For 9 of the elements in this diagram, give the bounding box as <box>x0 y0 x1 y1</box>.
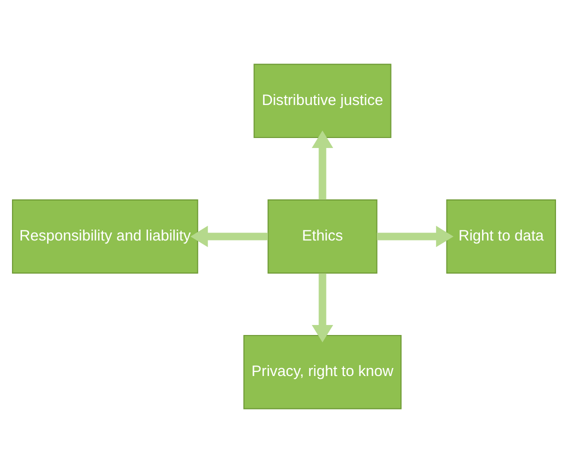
node-box: Ethics <box>268 198 378 274</box>
node-box: Right to data <box>446 198 556 274</box>
arrow <box>312 272 334 342</box>
arrow <box>376 225 454 247</box>
node-box: Responsibility and liability <box>12 198 198 274</box>
node-box: Distributive justice <box>254 63 392 138</box>
arrow <box>312 130 334 200</box>
node-box: Privacy, right to know <box>243 334 402 409</box>
arrow <box>190 225 268 247</box>
